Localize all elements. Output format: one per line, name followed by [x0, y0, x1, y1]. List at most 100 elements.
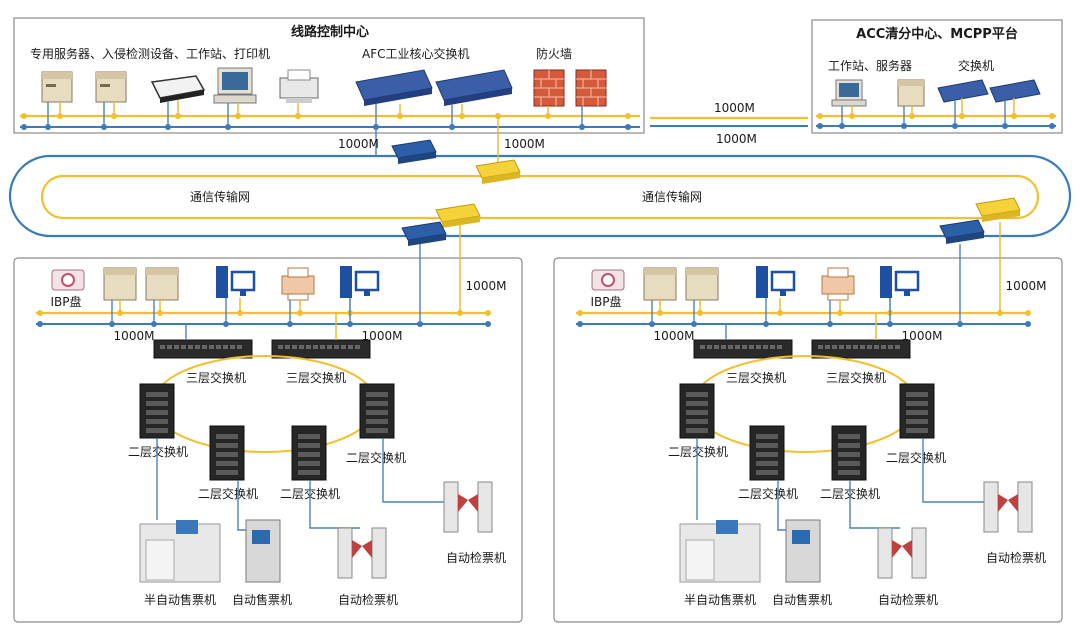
terminal-link	[922, 438, 1000, 503]
l2-switch-icon	[831, 425, 867, 481]
ibp-panel-icon	[51, 269, 85, 291]
l2-switch-icon	[139, 383, 175, 439]
terminal-label: 自动检票机	[986, 550, 1046, 565]
acc-link-lower-label: 1000M	[716, 132, 757, 146]
l2-switch-icon	[291, 425, 327, 481]
l3-switch-icon	[153, 339, 253, 359]
core-switch-label: AFC工业核心交换机	[362, 46, 470, 61]
server-icon	[685, 267, 719, 301]
ibp-panel-label: IBP盘	[590, 294, 621, 309]
server-icon	[95, 71, 127, 103]
printer-icon	[279, 69, 319, 103]
l3-switch-label: 三层交换机	[726, 370, 786, 385]
control-center-title: 线路控制中心	[291, 24, 369, 40]
terminal-label: 半自动售票机	[684, 592, 756, 607]
l2-switch-label: 二层交换机	[346, 450, 406, 465]
core-switch-icon	[989, 79, 1041, 103]
semi-auto-ticket-office-icon	[139, 520, 221, 583]
terminal-label: 自动检票机	[338, 592, 398, 607]
workstation-icon	[340, 266, 380, 298]
ibp-panel-icon	[591, 269, 625, 291]
transport-network-label-left: 通信传输网	[190, 189, 250, 204]
router-icon	[975, 197, 1021, 222]
terminal-label: 自动售票机	[772, 592, 832, 607]
l2-switch-icon	[749, 425, 785, 481]
core-switch-icon	[937, 79, 989, 103]
intrusion-detection-icon	[150, 75, 206, 103]
workstation-icon	[216, 266, 256, 298]
terminal-label: 自动售票机	[232, 592, 292, 607]
acc-center-title: ACC清分中心、MCPP平台	[856, 26, 1018, 42]
ticket-gate-icon	[877, 527, 927, 579]
bus-node	[485, 310, 491, 316]
l2-switch-label: 二层交换机	[198, 486, 258, 501]
l2-switch-label: 二层交换机	[886, 450, 946, 465]
l3-switch-label: 三层交换机	[826, 370, 886, 385]
ticket-gate-icon	[983, 481, 1033, 533]
terminal-label: 自动检票机	[878, 592, 938, 607]
server-icon	[897, 79, 925, 107]
firewall-label: 防火墙	[536, 46, 572, 61]
workstation-icon	[880, 266, 920, 298]
l3-switch-icon	[811, 339, 911, 359]
acc-blue-nodes	[817, 123, 1055, 129]
ticket-gate-icon	[443, 481, 493, 533]
bus-node	[37, 321, 43, 327]
ibp-panel-label: IBP盘	[50, 294, 81, 309]
workstation-icon	[756, 266, 796, 298]
router-icon	[939, 219, 985, 244]
terminal-label: 自动检票机	[446, 550, 506, 565]
terminal-link	[382, 438, 460, 503]
router-icon	[435, 203, 481, 228]
l2-switch-label: 二层交换机	[128, 444, 188, 459]
workstation-icon	[213, 67, 257, 104]
firewall-icon	[575, 69, 607, 107]
l3-switch-icon	[693, 339, 793, 359]
station-uplink-label: 1000M	[1006, 279, 1047, 293]
transport-ring-inner	[40, 174, 1040, 220]
control-center-bus-nodes	[21, 113, 631, 119]
printer-icon	[281, 267, 315, 301]
ticket-vending-icon	[785, 519, 821, 583]
l2-switch-icon	[359, 383, 395, 439]
server-icon	[103, 267, 137, 301]
bus-node	[577, 310, 583, 316]
ticket-vending-icon	[245, 519, 281, 583]
printer-icon	[821, 267, 855, 301]
l2-switch-icon	[899, 383, 935, 439]
transport-network-label-right: 通信传输网	[642, 189, 702, 204]
server-icon	[41, 71, 73, 103]
switch-link-left-label: 1000M	[114, 329, 155, 343]
acc-yellow-nodes	[817, 113, 1055, 119]
core-switch-icon	[435, 69, 513, 106]
server-icon	[145, 267, 179, 301]
control-center-devices-label: 专用服务器、入侵检测设备、工作站、打印机	[30, 46, 270, 61]
station-uplink-label: 1000M	[466, 279, 507, 293]
router-icon	[475, 159, 521, 184]
router-icon	[391, 139, 437, 164]
workstation-icon	[831, 79, 867, 107]
acc-workstation-label: 工作站、服务器	[828, 58, 912, 73]
l2-switch-icon	[209, 425, 245, 481]
bus-node	[577, 321, 583, 327]
transport-ring-outer	[8, 154, 1072, 238]
switch-link-right-label: 1000M	[362, 329, 403, 343]
l3-switch-label: 三层交换机	[286, 370, 346, 385]
bus-node	[1025, 310, 1031, 316]
acc-switch-label: 交换机	[958, 58, 994, 73]
acc-link-upper-label: 1000M	[714, 101, 755, 115]
ticket-gate-icon	[337, 527, 387, 579]
bus-node	[1025, 321, 1031, 327]
center-link-left-label: 1000M	[338, 137, 379, 151]
bus-node	[37, 310, 43, 316]
semi-auto-ticket-office-icon	[679, 520, 761, 583]
l2-switch-icon	[679, 383, 715, 439]
switch-link-left-label: 1000M	[654, 329, 695, 343]
center-link-right-label: 1000M	[504, 137, 545, 151]
l3-switch-icon	[271, 339, 371, 359]
l3-switch-label: 三层交换机	[186, 370, 246, 385]
switch-link-right-label: 1000M	[902, 329, 943, 343]
